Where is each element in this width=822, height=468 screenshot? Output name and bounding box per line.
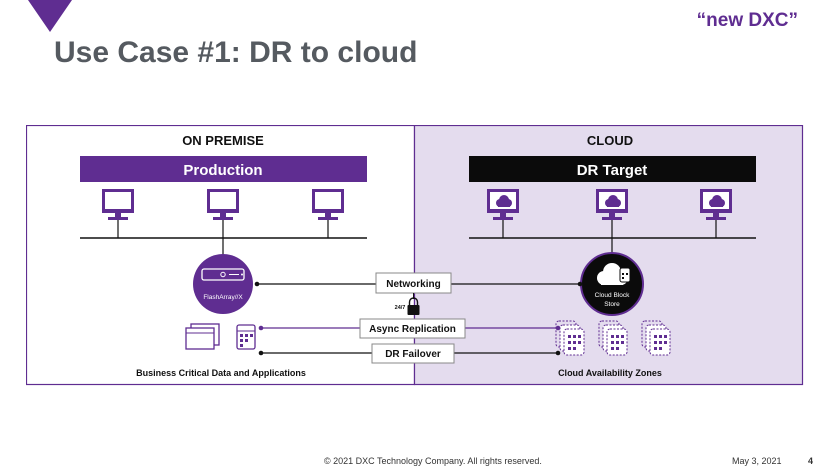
lock-label: 24/7 <box>395 305 406 311</box>
footer-date: May 3, 2021 <box>732 456 782 466</box>
dr-diagram: ON PREMISE CLOUD Production DR Target <box>26 125 804 386</box>
cloud-block-store-label-line2: Store <box>604 301 620 308</box>
cloud-monitor-icon <box>596 189 628 238</box>
corner-triangle <box>28 0 72 32</box>
async-replication-box <box>359 318 466 339</box>
monitor-icon <box>312 189 344 238</box>
production-bar <box>80 156 367 182</box>
applications-icon <box>185 323 220 350</box>
production-label: Production <box>183 162 262 179</box>
cloud-monitor-icon <box>487 189 519 238</box>
on-premise-heading: ON PREMISE <box>182 133 264 148</box>
tagline: “new DXC” <box>696 10 798 31</box>
cloud-heading: CLOUD <box>587 133 633 148</box>
page-title: Use Case #1: DR to cloud <box>54 36 418 69</box>
availability-zones-caption: Cloud Availability Zones <box>558 368 662 378</box>
cloud-block-store-label-line1: Cloud Block <box>595 292 630 299</box>
async-replication-label: Async Replication <box>369 324 456 335</box>
dr-target-label: DR Target <box>577 162 648 179</box>
copyright-text: © 2021 DXC Technology Company. All right… <box>324 456 542 466</box>
monitor-icon <box>102 189 134 238</box>
monitor-icon <box>207 189 239 238</box>
networking-label: Networking <box>386 279 440 290</box>
flasharray-label: FlashArray//X <box>203 294 243 301</box>
dr-failover-label: DR Failover <box>385 349 441 360</box>
page-number: 4 <box>808 456 814 466</box>
database-icon <box>236 324 256 350</box>
business-data-caption: Business Critical Data and Applications <box>136 368 306 378</box>
lock-icon <box>407 297 420 315</box>
cloud-monitor-icon <box>700 189 732 238</box>
dr-target-bar <box>469 156 756 182</box>
dr-failover-box <box>371 343 455 364</box>
flasharray-node <box>193 254 253 314</box>
